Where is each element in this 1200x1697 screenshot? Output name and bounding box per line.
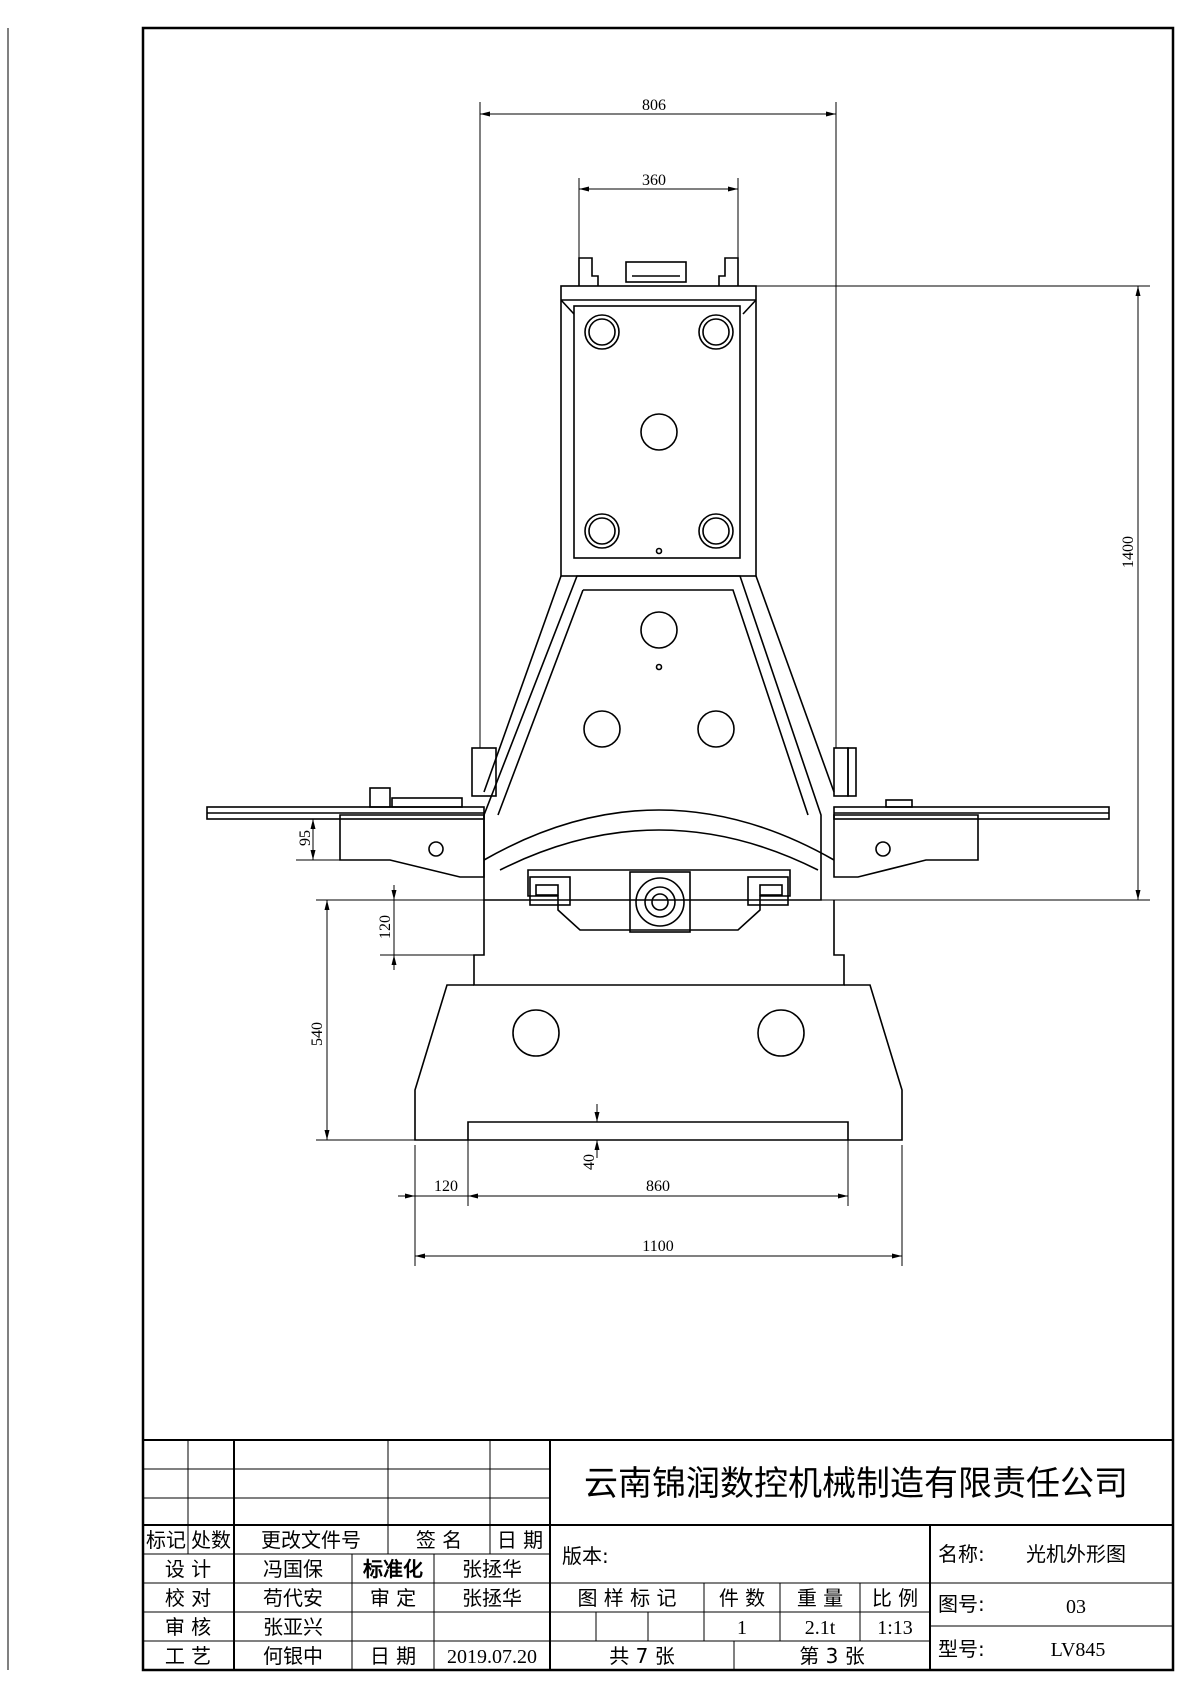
lower-column — [473, 900, 845, 986]
header-count: 处数 — [191, 1528, 231, 1552]
right-wing — [833, 814, 979, 878]
scale-value: 1:13 — [877, 1617, 913, 1639]
top-cable-box — [625, 261, 687, 283]
spindle-arch — [483, 809, 835, 861]
standard-label: 标准化 — [363, 1557, 423, 1581]
design-name: 冯国保 — [263, 1557, 323, 1581]
dim-1400: 1400 — [1120, 536, 1137, 568]
design-label: 设 计 — [165, 1557, 211, 1581]
process-name: 何银中 — [263, 1644, 323, 1668]
version-label: 版本: — [562, 1544, 609, 1568]
total-sheets: 共 7 张 — [609, 1644, 674, 1668]
header-change-doc: 更改文件号 — [261, 1528, 361, 1552]
check-name: 苟代安 — [263, 1586, 323, 1610]
machine-base — [414, 984, 903, 1141]
column-body — [483, 575, 822, 901]
dim-806: 806 — [642, 97, 666, 114]
column-head — [560, 285, 757, 577]
review-name: 张亚兴 — [263, 1615, 323, 1639]
header-date: 日 期 — [497, 1528, 543, 1552]
dimension-lines — [296, 102, 1150, 1266]
process-label: 工 艺 — [165, 1644, 211, 1668]
machine-outline — [206, 257, 1110, 1141]
sheet-number: 第 3 张 — [799, 1644, 864, 1668]
check-label: 校 对 — [165, 1586, 211, 1610]
drawing-no: 03 — [1066, 1596, 1086, 1618]
spindle-motor-plate — [629, 871, 691, 933]
weight-value: 2.1t — [805, 1617, 836, 1639]
dim-360: 360 — [642, 172, 666, 189]
standard-name: 张拯华 — [462, 1557, 522, 1581]
sample-mark-label: 图 样 标 记 — [577, 1586, 676, 1610]
left-wing — [339, 814, 485, 878]
review-label: 审 核 — [165, 1615, 211, 1639]
approve-label: 审 定 — [370, 1586, 416, 1610]
outer-frame — [141, 26, 1175, 1672]
model-value: LV845 — [1051, 1639, 1106, 1661]
dim-95: 95 — [297, 830, 314, 846]
header-signature: 签 名 — [416, 1528, 462, 1552]
model-label: 型号: — [938, 1637, 985, 1661]
dim-120-vertical: 120 — [377, 915, 394, 939]
approve-name: 张拯华 — [462, 1586, 522, 1610]
title-block-grid — [143, 1439, 1173, 1670]
dim-540: 540 — [309, 1022, 326, 1046]
spindle-nose — [635, 877, 685, 927]
company-name: 云南锦润数控机械制造有限责任公司 — [584, 1464, 1128, 1504]
header-mark: 标记 — [146, 1528, 186, 1552]
name-value: 光机外形图 — [1026, 1542, 1126, 1566]
guide-block-right — [747, 876, 789, 906]
drawing-no-label: 图号: — [938, 1592, 985, 1616]
base-recess — [467, 1121, 849, 1140]
dim-40: 40 — [581, 1154, 598, 1170]
column-inner-plate — [573, 305, 741, 559]
dim-1100: 1100 — [642, 1238, 673, 1255]
piece-count: 1 — [737, 1617, 747, 1639]
name-label: 名称: — [938, 1542, 985, 1566]
spindle-housing — [527, 869, 791, 931]
date-value: 2019.07.20 — [447, 1646, 537, 1668]
dim-860: 860 — [646, 1178, 670, 1195]
date-label: 日 期 — [370, 1644, 416, 1668]
weight-label: 重 量 — [797, 1586, 843, 1610]
piece-count-label: 件 数 — [719, 1586, 765, 1610]
scale-label: 比 例 — [872, 1586, 918, 1610]
dim-120-horizontal: 120 — [434, 1178, 458, 1195]
mounting-holes — [428, 314, 891, 1057]
guide-block-left — [529, 876, 571, 906]
